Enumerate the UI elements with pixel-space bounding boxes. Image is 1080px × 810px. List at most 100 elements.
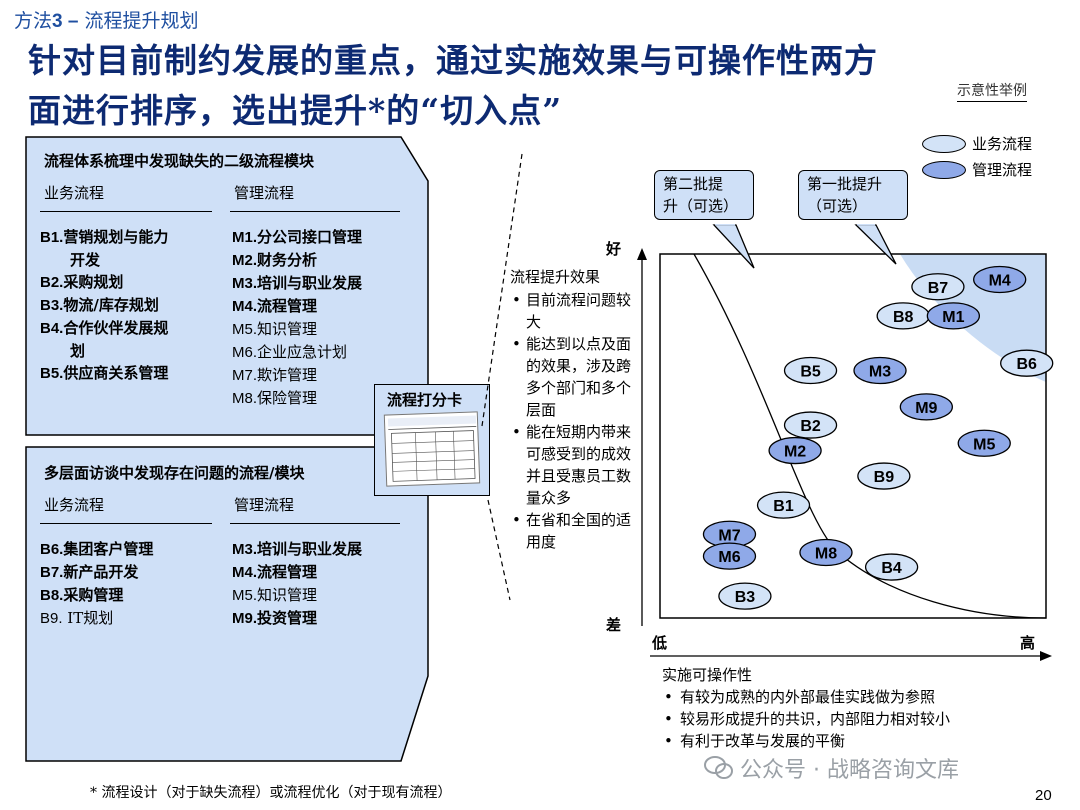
point-m1: M1 bbox=[926, 302, 981, 330]
wechat-icon bbox=[704, 756, 733, 779]
item-text: 集团客户管理 bbox=[63, 540, 154, 558]
list-item: B2.采购规划 bbox=[40, 271, 220, 294]
process-scorecard: 流程打分卡 bbox=[374, 384, 490, 496]
point-m5: M5 bbox=[957, 429, 1011, 457]
legend-label: 业务流程 bbox=[972, 135, 1033, 153]
item-text: 知识管理 bbox=[257, 320, 318, 338]
item-code: M4. bbox=[232, 298, 258, 315]
callout-line: 升（可选） bbox=[663, 197, 739, 215]
list-item: M5.知识管理 bbox=[232, 318, 412, 341]
watermark: 公众号 · 战略咨询文库 bbox=[704, 752, 959, 784]
point-marker bbox=[853, 356, 907, 385]
list-item: M9.投资管理 bbox=[232, 607, 412, 630]
feasibility-criteria: 实施可操作性 有较为成熟的内外部最佳实践做为参照较易形成提升的共识，内部阻力相对… bbox=[662, 664, 950, 752]
kicker-number: 3 – bbox=[52, 11, 79, 32]
point-label: B2 bbox=[800, 418, 821, 435]
bullet-item: 有较为成熟的内外部最佳实践做为参照 bbox=[662, 686, 950, 708]
item-code: M3. bbox=[232, 541, 258, 558]
list-item: B4.合作伙伴发展规划 bbox=[40, 317, 220, 362]
point-b2: B2 bbox=[783, 411, 838, 439]
item-code: M2. bbox=[232, 252, 258, 269]
point-m3: M3 bbox=[853, 356, 907, 385]
item-code: B1. bbox=[40, 229, 64, 246]
item-code: B2. bbox=[40, 274, 64, 291]
callout-pointer bbox=[712, 224, 755, 269]
point-b6: B6 bbox=[1000, 349, 1054, 377]
item-code: M5. bbox=[232, 587, 258, 604]
y-axis-low-label: 差 bbox=[606, 616, 622, 634]
item-code: M7. bbox=[232, 367, 258, 384]
item-code: B6. bbox=[40, 541, 64, 558]
column-header-management: 管理流程 bbox=[234, 496, 295, 514]
item-code: B9. bbox=[40, 610, 63, 627]
item-code: M9. bbox=[232, 610, 258, 627]
effect-title: 流程提升效果 bbox=[510, 268, 601, 286]
point-b1: B1 bbox=[756, 491, 811, 519]
item-code: B7. bbox=[40, 564, 64, 581]
point-b8: B8 bbox=[876, 302, 930, 330]
item-text: 合作伙伴发展规 bbox=[63, 319, 169, 337]
point-m4: M4 bbox=[973, 265, 1027, 294]
list-item: B8.采购管理 bbox=[40, 584, 220, 607]
item-text: 流程管理 bbox=[257, 297, 318, 315]
item-code: M8. bbox=[232, 390, 258, 407]
page-number: 20 bbox=[1035, 787, 1052, 804]
point-label: B3 bbox=[735, 589, 756, 606]
item-text: 培训与职业发展 bbox=[257, 540, 363, 558]
x-axis-title: 实施可操作性 bbox=[662, 666, 753, 684]
point-m7: M7 bbox=[702, 520, 757, 548]
panel-title: 多层面访谈中发现存在问题的流程/模块 bbox=[44, 464, 305, 482]
list-item: B9. IT规划 bbox=[40, 607, 220, 630]
column-header-business: 业务流程 bbox=[44, 496, 105, 514]
list-item: M3.培训与职业发展 bbox=[232, 538, 412, 561]
item-text-continued: 开发 bbox=[70, 251, 101, 269]
point-m6: M6 bbox=[702, 542, 757, 570]
item-text: 物流/库存规划 bbox=[63, 296, 159, 314]
bullet-item: 较易形成提升的共识，内部阻力相对较小 bbox=[662, 708, 950, 730]
point-label: M1 bbox=[942, 309, 964, 326]
point-marker bbox=[1000, 349, 1054, 377]
panel-shape bbox=[25, 446, 429, 762]
list-item: M1.分公司接口管理 bbox=[232, 226, 412, 249]
point-marker bbox=[911, 273, 965, 301]
column-rule bbox=[230, 523, 400, 524]
list-item: M3.培训与职业发展 bbox=[232, 272, 412, 295]
point-b9: B9 bbox=[857, 462, 911, 490]
callout-second-batch: 第二批提 升（可选） bbox=[654, 170, 754, 220]
title-line-1: 针对目前制约发展的重点，通过实施效果与可操作性两方 bbox=[28, 41, 878, 80]
list-item: M4.流程管理 bbox=[232, 561, 412, 584]
legend-swatch-management bbox=[922, 161, 966, 179]
item-text: 新产品开发 bbox=[63, 563, 139, 581]
plot-frame bbox=[659, 253, 1047, 619]
item-text: 分公司接口管理 bbox=[257, 228, 363, 246]
column-rule bbox=[40, 211, 212, 212]
effect-criteria: 流程提升效果 目前流程问题较大能达到以点及面的效果，涉及跨多个部门和多个层面能在… bbox=[510, 266, 636, 553]
item-text: 财务分析 bbox=[257, 251, 318, 269]
scorecard-title: 流程打分卡 bbox=[387, 391, 463, 409]
point-marker bbox=[783, 411, 838, 439]
interview-issue-panel: 多层面访谈中发现存在问题的流程/模块 业务流程 管理流程 B6.集团客户管理 B7… bbox=[0, 446, 430, 762]
point-marker bbox=[756, 491, 811, 519]
item-code: M4. bbox=[232, 564, 258, 581]
point-marker bbox=[783, 356, 838, 385]
point-label: M6 bbox=[718, 549, 740, 566]
column-rule bbox=[40, 523, 212, 524]
y-axis-high-label: 好 bbox=[606, 240, 622, 258]
scorecard-table-icon bbox=[387, 415, 477, 482]
title-line-2: 面进行排序，选出提升*的“切入点” bbox=[28, 91, 563, 130]
point-m8: M8 bbox=[799, 538, 853, 567]
item-text: 采购管理 bbox=[63, 586, 124, 604]
legend-label: 管理流程 bbox=[972, 161, 1033, 179]
point-m2: M2 bbox=[768, 436, 822, 465]
column-rule bbox=[230, 211, 400, 212]
bullet-item: 能在短期内带来可感受到的成效并且受惠员工数量众多 bbox=[510, 421, 636, 509]
item-code: M3. bbox=[232, 275, 258, 292]
point-label: M2 bbox=[784, 444, 806, 461]
point-marker bbox=[799, 538, 853, 567]
list-item: B7.新产品开发 bbox=[40, 561, 220, 584]
watermark-text: 公众号 · 战略咨询文库 bbox=[740, 758, 959, 783]
